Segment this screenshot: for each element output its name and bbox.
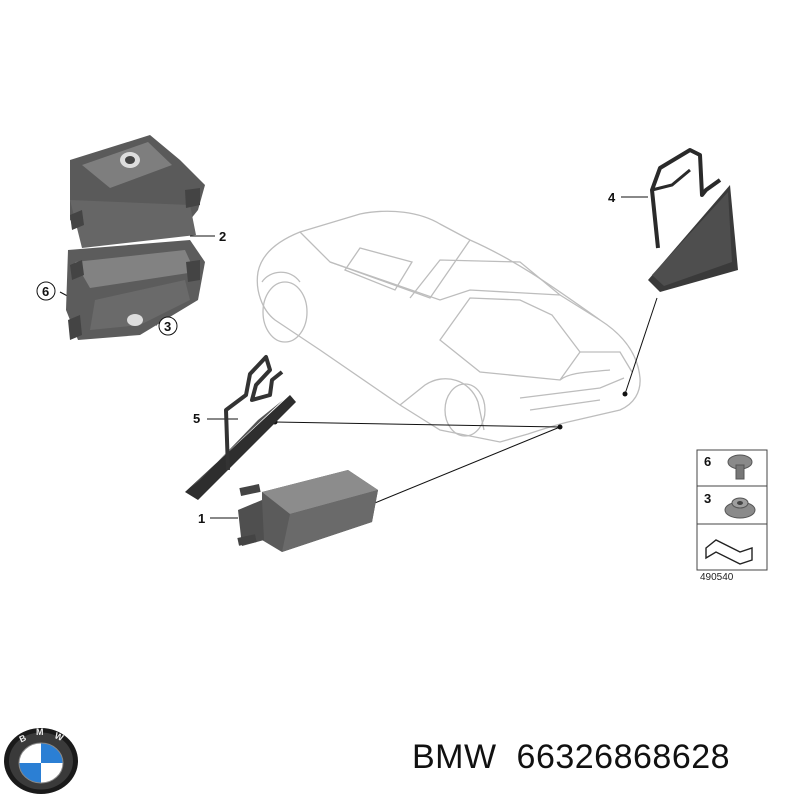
holder-left-part	[185, 355, 296, 500]
mount-point-dot	[622, 391, 628, 397]
leader-lines	[59, 196, 658, 519]
mount-point-dot	[557, 424, 563, 430]
callout-2: 2	[219, 229, 226, 244]
legend-screw-label: 6	[704, 454, 711, 469]
bmw-logo: B M W	[4, 727, 78, 794]
legend-nut-label: 3	[704, 491, 711, 506]
callout-5: 5	[193, 411, 200, 426]
part-number: 66326868628	[516, 738, 731, 776]
bracket-symbol-icon	[705, 539, 753, 565]
brand-name: BMW	[412, 738, 497, 776]
bracket-assembly-part	[66, 135, 205, 340]
callout-3: 3	[164, 319, 171, 334]
holder-right-part	[648, 148, 738, 292]
radar-sensor-part	[237, 470, 378, 552]
callout-6-circle	[36, 281, 56, 301]
screw-icon	[727, 454, 753, 480]
figure-id: 490540	[700, 572, 734, 583]
callout-6: 6	[42, 284, 49, 299]
callout-4: 4	[608, 190, 616, 205]
svg-text:B: B	[18, 732, 29, 744]
callout-3-circle	[158, 316, 178, 336]
svg-text:M: M	[36, 727, 44, 737]
fastener-legend: 6 3 490540	[696, 449, 768, 583]
part-caption: BMW 66326868628	[412, 738, 797, 788]
nut-icon	[724, 497, 756, 519]
car-outline	[256, 210, 641, 443]
callout-1: 1	[198, 511, 205, 526]
